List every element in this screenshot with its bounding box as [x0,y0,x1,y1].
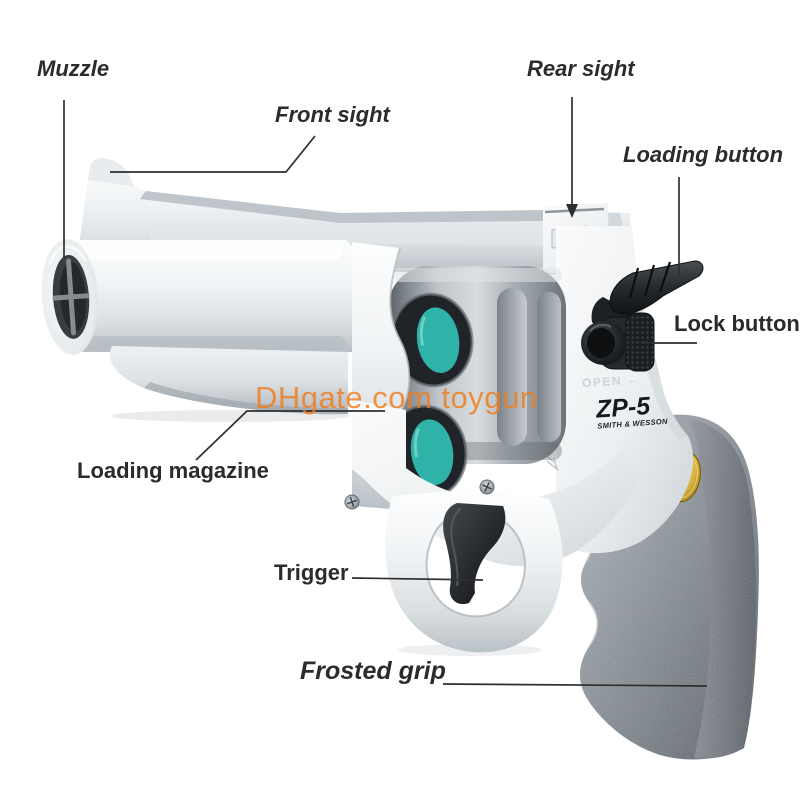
model-marking: ZP-5 [594,392,652,424]
callout-trigger: Trigger [274,560,349,585]
chamber-top [390,292,474,388]
leader-lines [63,97,708,687]
callout-lock-button: Lock button [674,311,800,336]
barrel [66,240,352,415]
callout-muzzle: Muzzle [37,56,110,81]
leader-loading-magazine [195,410,385,461]
frame-emboss-text: OPEN ← [582,372,641,390]
leader-trigger [351,577,484,581]
leader-front-sight [110,135,316,173]
screw-crane [344,494,360,510]
callout-front-sight: Front sight [275,102,390,127]
bullet-top [416,307,460,373]
muzzle [41,239,99,355]
leader-frosted-grip [442,683,708,687]
screw-frame [479,479,495,495]
callout-rear-sight: Rear sight [527,56,635,81]
callout-loading-magazine: Loading magazine [77,458,269,483]
lock-button [581,312,655,372]
leader-rear-sight-arrowhead [566,204,578,218]
callout-loading-button: Loading button [623,142,784,167]
barrel-underlug [109,346,349,415]
bullet-bottom [410,419,454,485]
callout-frosted-grip: Frosted grip [300,657,446,685]
